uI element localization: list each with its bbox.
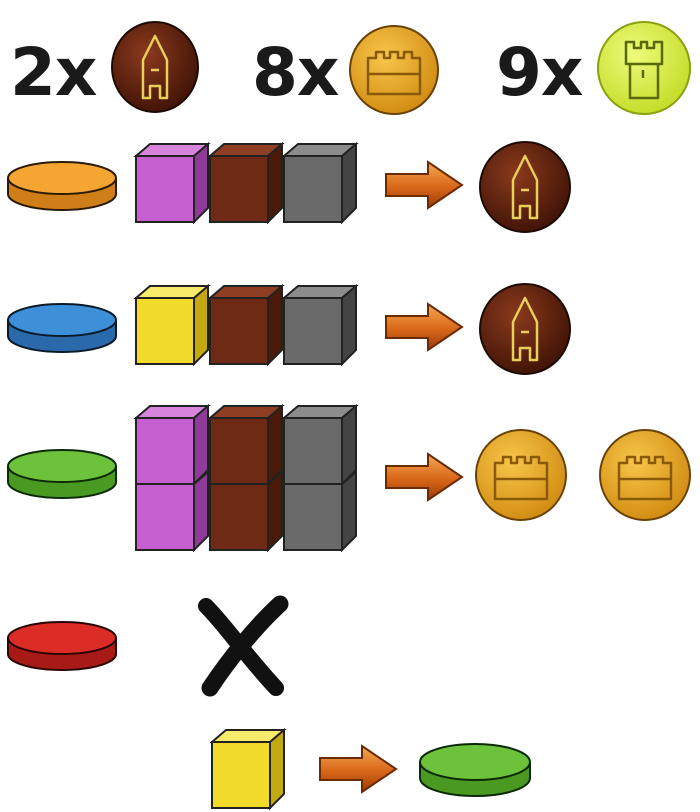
gray-cube [280, 470, 360, 552]
brown-tower-token [478, 282, 572, 376]
red-disc [6, 620, 118, 672]
tower-icon [110, 20, 200, 114]
rule-row-conversion [0, 720, 700, 812]
purple-cube [132, 470, 212, 552]
brown-cube [206, 470, 286, 552]
arrow-icon [384, 160, 464, 210]
brown-tower-token [110, 20, 200, 114]
green-disc [6, 448, 118, 500]
gray-cube [280, 284, 360, 366]
orange-wall-token [348, 24, 440, 116]
rule-row-green [0, 400, 700, 560]
yellow-cube [132, 284, 212, 366]
yellow-cube [208, 728, 288, 810]
forbidden-x-icon [196, 596, 292, 696]
arrow-icon [318, 744, 398, 794]
rule-row-orange [0, 130, 700, 240]
rule-row-blue [0, 272, 700, 382]
orange-wall-token [474, 428, 568, 522]
brown-cube [206, 284, 286, 366]
arrow-icon [384, 302, 464, 352]
blue-disc [6, 302, 118, 354]
rule-row-red [0, 590, 700, 700]
wall-icon [348, 24, 440, 116]
arrow-icon [384, 452, 464, 502]
keep-icon [596, 20, 692, 116]
count-tower-tokens: 2x [10, 40, 97, 106]
gray-cube [280, 142, 360, 224]
orange-disc [6, 160, 118, 212]
brown-cube [206, 142, 286, 224]
green-disc [418, 742, 532, 798]
count-keep-tokens: 9x [496, 40, 583, 106]
count-wall-tokens: 8x [252, 40, 339, 106]
purple-cube [132, 142, 212, 224]
lime-keep-token [596, 20, 692, 116]
brown-tower-token [478, 140, 572, 234]
orange-wall-token [598, 428, 692, 522]
